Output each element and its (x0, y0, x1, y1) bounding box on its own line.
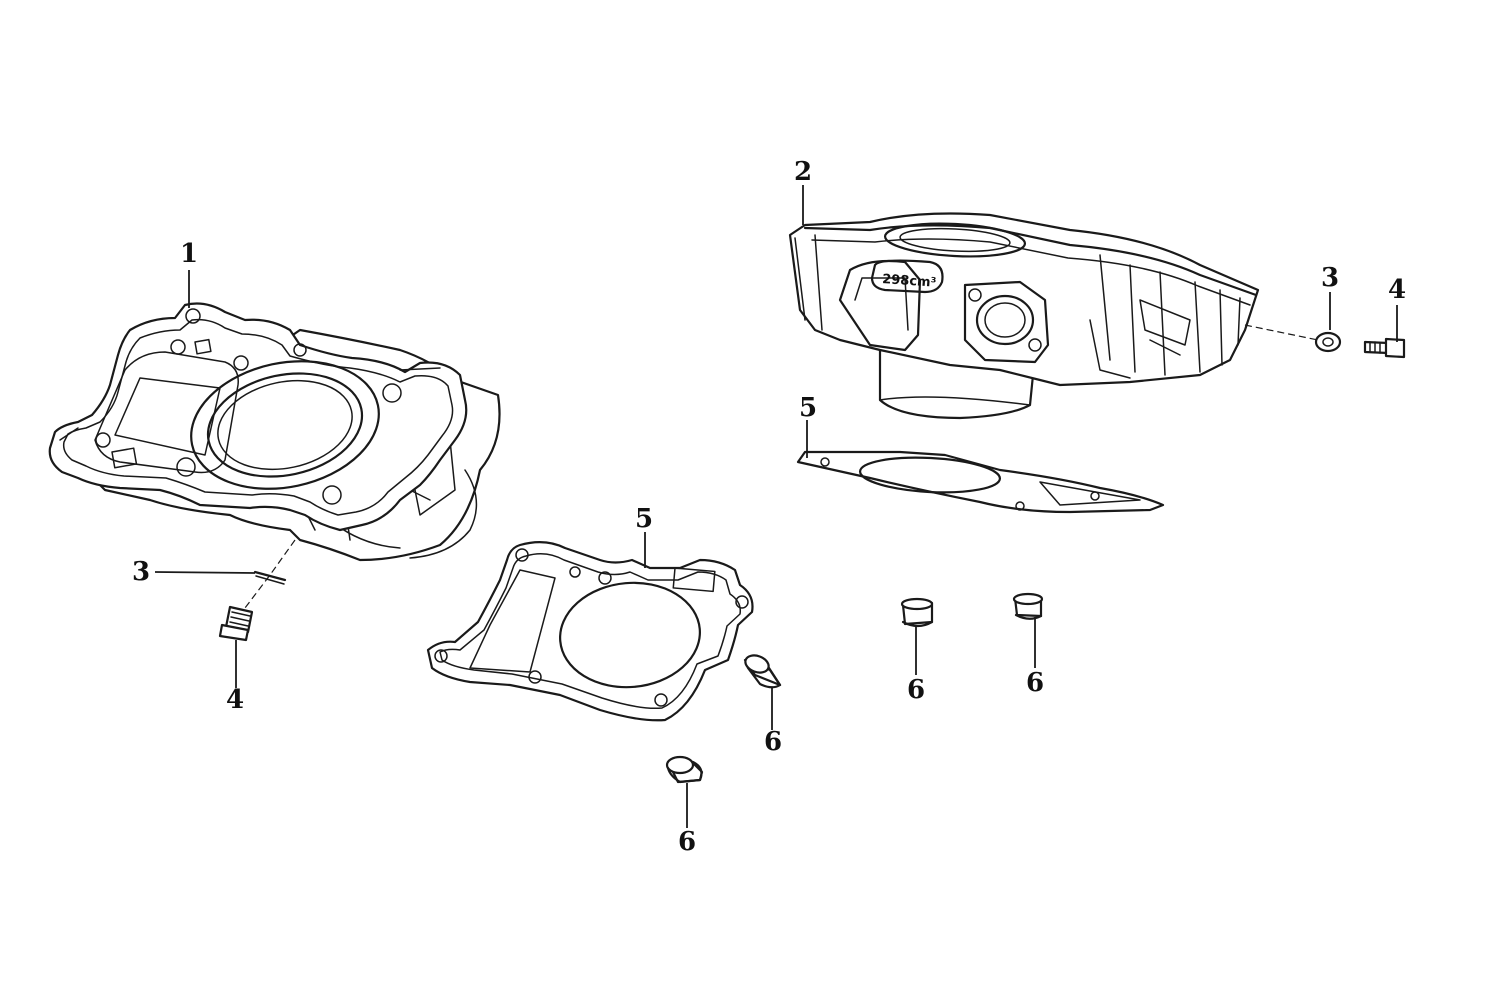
callout-part-3-right: 3 (1321, 263, 1339, 293)
washer-left (253, 570, 287, 585)
callout-part-1: 1 (180, 239, 198, 269)
washer-right (1314, 331, 1342, 353)
dowel-pin-c (900, 597, 934, 628)
cylinder-block-side-view: 298cm³ (788, 212, 1260, 420)
callout-part-6-a: 6 (764, 727, 782, 757)
bolt-left (218, 605, 254, 642)
callout-part-6-d: 6 (1026, 668, 1044, 698)
assembly-line-left-bolt (244, 539, 296, 609)
dowel-pin-a (743, 654, 782, 689)
displacement-emboss-label: 298cm³ (882, 272, 937, 291)
callout-part-5-side: 5 (799, 393, 817, 423)
cylinder-block-top-view (48, 302, 501, 562)
dowel-pin-d (1012, 592, 1044, 620)
callout-labels: 1 2 3 4 3 4 5 5 6 6 6 6 (132, 157, 1406, 857)
callout-part-3-left: 3 (132, 557, 150, 587)
cylinder-gasket-side (796, 450, 1165, 514)
bolt-right (1363, 337, 1406, 359)
callout-part-2: 2 (794, 157, 812, 187)
dowel-pin-b (665, 755, 704, 784)
callout-part-4-left: 4 (226, 685, 244, 715)
callout-part-6-b: 6 (678, 827, 696, 857)
cylinder-gasket-front (426, 541, 754, 722)
assembly-line-right-bolt (1244, 324, 1319, 341)
callout-part-6-c: 6 (907, 675, 925, 705)
callout-part-4-right: 4 (1388, 275, 1406, 305)
callout-part-5-front: 5 (635, 504, 653, 534)
leader-lines (154, 185, 1398, 828)
